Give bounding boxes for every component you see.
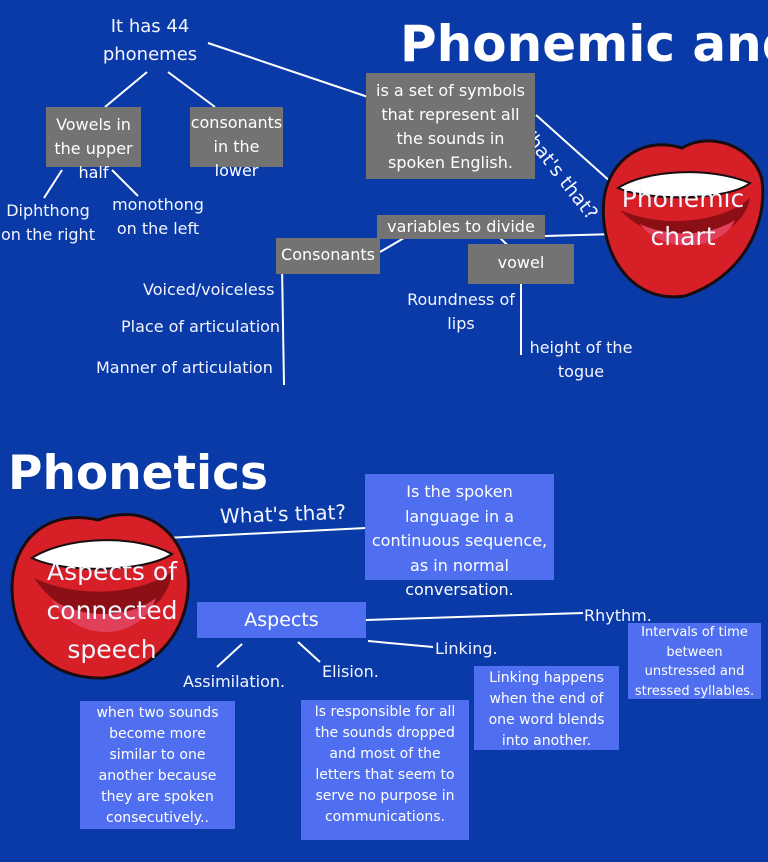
voiced-label: Voiced/voiceless — [143, 280, 275, 299]
phonetics-definition-box: Is the spoken language in a continuous s… — [365, 474, 554, 599]
aspects-box: Aspects — [197, 602, 366, 638]
rhythm-definition-box: Intervals of time between unstressed and… — [628, 623, 761, 699]
phonemic-title: Phonemic and — [400, 15, 768, 73]
phonemes-count: It has 44 phonemes — [102, 16, 198, 65]
elision-definition-box: Is responsible for all the sounds droppe… — [301, 700, 469, 840]
monothong-label: monothong on the left — [112, 195, 204, 238]
phonemic-chart-label: Phonemic chart — [621, 184, 745, 251]
connected-speech-label: Aspects of connected speech — [46, 557, 178, 664]
phonetics-whats-that: What's that? — [219, 499, 347, 529]
elision-label: Elision. — [322, 662, 379, 681]
assimilation-definition-box: when two sounds become more similar to o… — [80, 701, 235, 829]
rhythm-label: Rhythm. — [584, 606, 652, 625]
height-label: height of the togue — [529, 338, 633, 381]
place-label: Place of articulation — [121, 317, 281, 336]
phonetics-title: Phonetics — [8, 446, 268, 501]
phonemic-definition-box: is a set of symbols that represent all t… — [366, 73, 535, 179]
lips-icon — [601, 139, 765, 299]
linking-definition-box: Linking happens when the end of one word… — [474, 666, 619, 750]
consonants-lower-box: consonants in the lower — [190, 107, 283, 180]
vowel-box: vowel — [468, 244, 574, 284]
assimilation-label: Assimilation. — [183, 672, 286, 691]
roundness-label: Roundness of lips — [407, 290, 515, 333]
diphthong-label: Diphthong on the right — [1, 201, 95, 244]
consonants-box: Consonants — [276, 238, 380, 274]
manner-label: Manner of articulation — [96, 358, 273, 377]
lips-icon — [10, 513, 190, 680]
vowels-box: Vowels in the upper half — [46, 107, 141, 182]
variables-box: variables to divide — [377, 215, 545, 239]
linking-label: Linking. — [435, 639, 498, 658]
